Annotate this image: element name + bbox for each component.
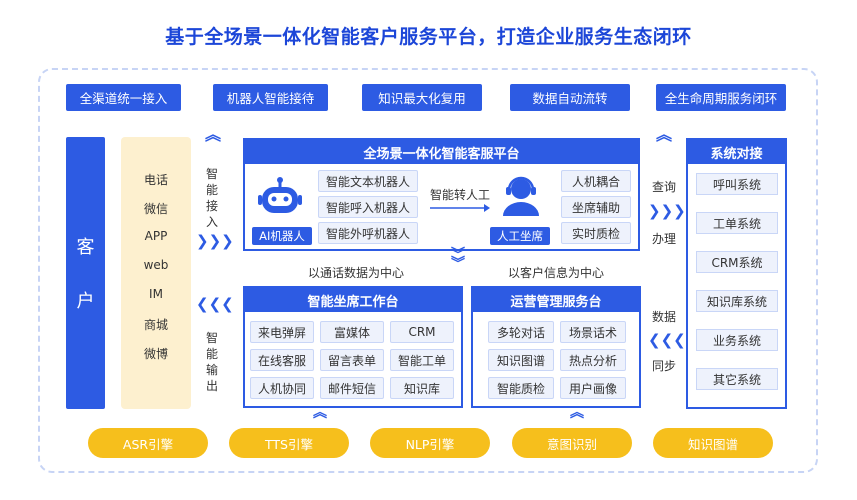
knowledge-system-chip: 知识库系统 xyxy=(696,290,778,312)
message-form-chip: 留言表单 xyxy=(320,349,384,371)
robot-icon xyxy=(258,177,302,213)
crm-chip: CRM xyxy=(390,321,454,343)
query-handle-label-2: 办理 xyxy=(652,232,677,246)
smart-output-label: 智能输出 xyxy=(205,331,218,393)
business-system-chip: 业务系统 xyxy=(696,329,778,351)
human-machine-coupling-chip: 人机耦合 xyxy=(561,170,631,192)
customer-label-1: 客 xyxy=(76,237,95,258)
knowledge-graph-engine: 知识图谱 xyxy=(653,428,773,458)
systems-title: 系统对接 xyxy=(688,140,785,164)
screen-pop-chip: 来电弹屏 xyxy=(250,321,314,343)
channel-app: APP xyxy=(144,229,168,243)
channel-weibo: 微博 xyxy=(143,347,168,361)
page-title: 基于全场景一体化智能客户服务平台，打造企业服务生态闭环 xyxy=(165,26,692,48)
call-system-chip: 呼叫系统 xyxy=(696,173,778,195)
channel-phone: 电话 xyxy=(143,173,168,187)
channel-mall: 商城 xyxy=(143,318,168,332)
data-sync-label-2: 同步 xyxy=(652,359,677,373)
ops-title: 运营管理服务台 xyxy=(473,288,639,312)
ai-robot-badge: AI机器人 xyxy=(252,227,312,245)
multi-turn-chip: 多轮对话 xyxy=(488,321,554,343)
diagram-frame xyxy=(38,68,818,473)
smart-access-label: 智能接入 xyxy=(205,167,218,229)
rich-media-chip: 富媒体 xyxy=(320,321,384,343)
nlp-engine: NLP引擎 xyxy=(370,428,490,458)
realtime-qc-chip: 实时质检 xyxy=(561,222,631,244)
feature-data-flow: 数据自动流转 xyxy=(510,84,630,111)
agent-headset-icon xyxy=(503,176,539,216)
channel-im: IM xyxy=(149,287,163,301)
other-system-chip: 其它系统 xyxy=(696,368,778,390)
workbench-title: 智能坐席工作台 xyxy=(245,288,461,312)
inbound-robot-chip: 智能呼入机器人 xyxy=(318,196,418,218)
customer-info-center-label: 以客户信息为中心 xyxy=(508,266,605,280)
online-service-chip: 在线客服 xyxy=(250,349,314,371)
text-robot-chip: 智能文本机器人 xyxy=(318,170,418,192)
chevron-down-icon: ︾︾ xyxy=(451,247,465,272)
transfer-arrow-icon xyxy=(430,204,490,212)
customer-label-2: 户 xyxy=(76,291,95,312)
data-sync-label: 数据 xyxy=(652,310,677,324)
platform-title: 全场景一体化智能客服平台 xyxy=(245,140,638,164)
email-sms-chip: 邮件短信 xyxy=(320,377,384,399)
chevron-up-icon: ︽ xyxy=(205,125,222,144)
smart-ticket-chip: 智能工单 xyxy=(390,349,454,371)
feature-omnichannel: 全渠道统一接入 xyxy=(66,84,181,111)
smart-qc-chip: 智能质检 xyxy=(488,377,554,399)
chevron-right-icon: ❯❯❯ xyxy=(648,202,686,220)
channel-wechat: 微信 xyxy=(143,202,168,216)
user-profile-chip: 用户画像 xyxy=(560,377,626,399)
feature-robot-reception: 机器人智能接待 xyxy=(213,84,328,111)
human-agent-badge: 人工坐席 xyxy=(490,227,550,245)
chevron-up-icon: ︽ xyxy=(656,125,673,144)
feature-knowledge-reuse: 知识最大化复用 xyxy=(362,84,482,111)
query-handle-label: 查询 xyxy=(652,180,677,194)
chevron-up-icon: ︽ xyxy=(570,405,584,421)
tts-engine: TTS引擎 xyxy=(229,428,349,458)
feature-lifecycle-loop: 全生命周期服务闭环 xyxy=(656,84,786,111)
chevron-right-icon: ❯❯❯ xyxy=(196,232,234,250)
crm-system-chip: CRM系统 xyxy=(696,251,778,273)
scene-script-chip: 场景话术 xyxy=(560,321,626,343)
outbound-robot-chip: 智能外呼机器人 xyxy=(318,222,418,244)
call-data-center-label: 以通话数据为中心 xyxy=(308,266,405,280)
chevron-left-icon: ❮❮❮ xyxy=(648,331,686,349)
chevron-left-icon: ❮❮❮ xyxy=(196,295,234,313)
ticket-system-chip: 工单系统 xyxy=(696,212,778,234)
agent-assist-chip: 坐席辅助 xyxy=(561,196,631,218)
human-collab-chip: 人机协同 xyxy=(250,377,314,399)
customer-box: 客 户 xyxy=(66,137,105,409)
asr-engine: ASR引擎 xyxy=(88,428,208,458)
intent-recognition-engine: 意图识别 xyxy=(512,428,632,458)
transfer-to-human-label: 智能转人工 xyxy=(430,188,491,202)
channel-web: web xyxy=(143,258,169,272)
channels-panel: 电话 微信 APP web IM 商城 微博 xyxy=(121,137,191,409)
chevron-up-icon: ︽ xyxy=(313,405,327,421)
knowledge-graph-chip: 知识图谱 xyxy=(488,349,554,371)
knowledge-base-chip: 知识库 xyxy=(390,377,454,399)
hotspot-analysis-chip: 热点分析 xyxy=(560,349,626,371)
